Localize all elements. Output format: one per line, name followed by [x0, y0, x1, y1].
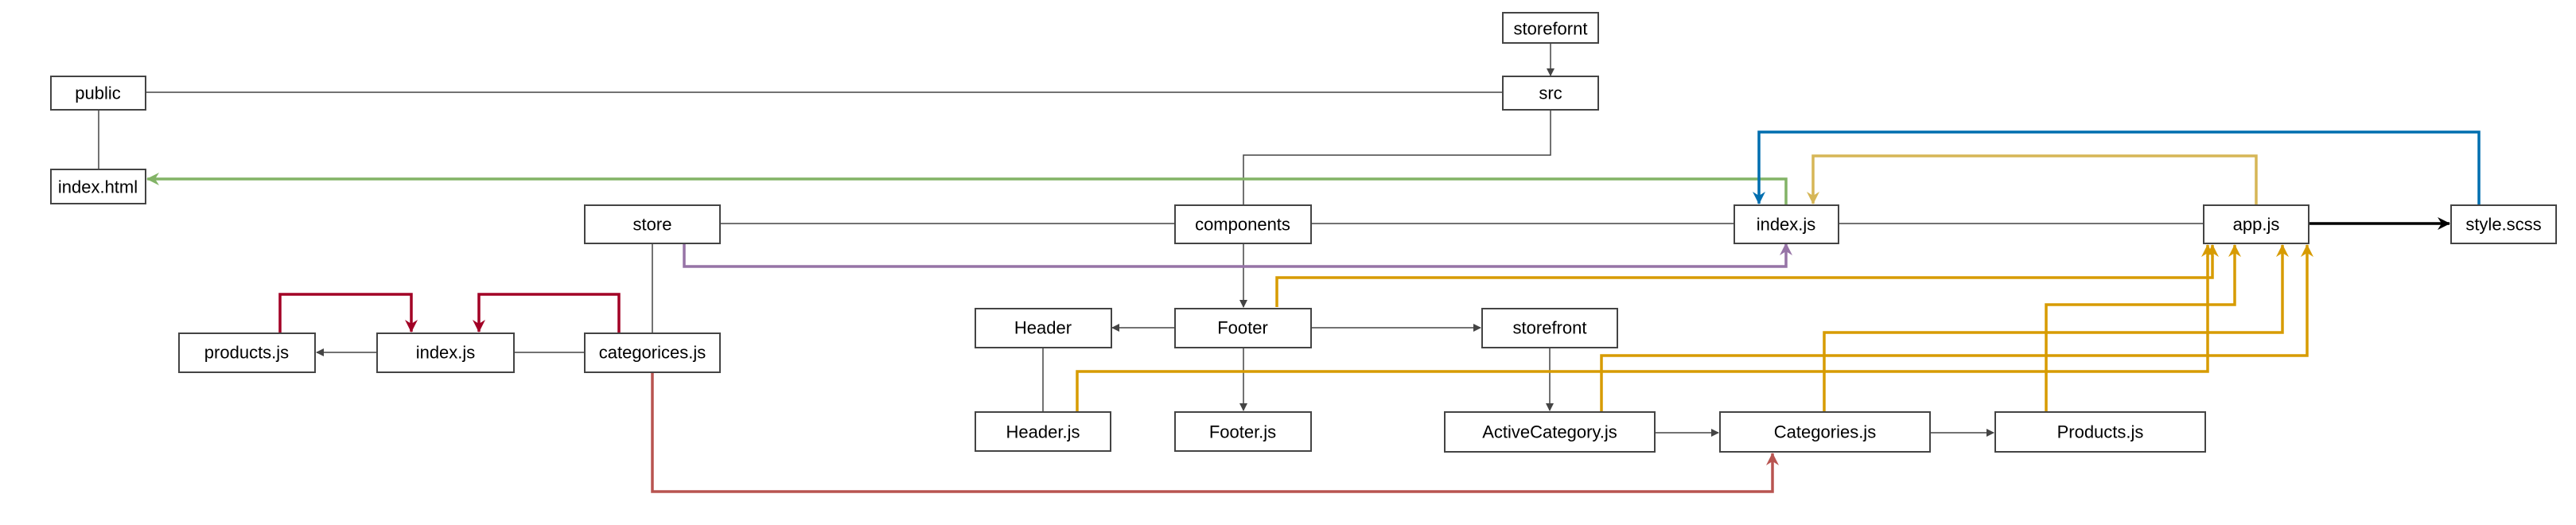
node-label: storefornt — [1514, 19, 1588, 39]
node-label: Footer — [1217, 318, 1268, 338]
node-store[interactable]: store — [584, 204, 721, 244]
edge-store-index-js — [683, 243, 1792, 268]
edge-index-js-index-html — [146, 173, 1788, 205]
node-components[interactable]: components — [1174, 204, 1312, 244]
edge-footer-app-js — [1275, 244, 2219, 307]
edge-app-js-style-blue — [1753, 130, 2481, 205]
node-index-js[interactable]: index.js — [1734, 204, 1839, 244]
node-categorices-js[interactable]: categorices.js — [584, 332, 721, 373]
edge-store-index-to-store-index-left — [278, 293, 418, 333]
edge-categories-js-app-js — [1823, 244, 2289, 412]
node-label: index.html — [58, 177, 138, 197]
edge-products-js-app-js — [2045, 244, 2241, 412]
edge-src-components — [1243, 110, 1551, 205]
node-label: Footer.js — [1209, 422, 1276, 442]
node-storefornt[interactable]: storefornt — [1502, 12, 1599, 44]
node-label: Products.js — [2057, 422, 2144, 442]
node-app-js[interactable]: app.js — [2203, 204, 2309, 244]
node-label: categorices.js — [599, 343, 706, 363]
node-public[interactable]: public — [50, 76, 146, 111]
node-activecategory-js[interactable]: ActiveCategory.js — [1444, 411, 1656, 453]
edge-activecategory-app-js — [1600, 244, 2313, 412]
node-label: app.js — [2233, 215, 2280, 235]
edge-categorices-categories-js — [651, 372, 1779, 493]
node-products-js[interactable]: products.js — [178, 332, 316, 373]
node-label: index.js — [416, 343, 476, 363]
node-storefront[interactable]: storefront — [1481, 308, 1618, 348]
node-store-index-js[interactable]: index.js — [376, 332, 515, 373]
node-header-js[interactable]: Header.js — [975, 411, 1111, 452]
node-label: Categories.js — [1774, 422, 1876, 442]
node-label: style.scss — [2465, 215, 2541, 235]
dependency-connectors — [146, 130, 2481, 493]
node-footer[interactable]: Footer — [1174, 308, 1312, 348]
structure-connectors — [98, 43, 2204, 437]
edge-categorices-to-store-index — [473, 293, 621, 333]
node-label: src — [1539, 84, 1562, 103]
edge-app-js-index-js-gold — [1807, 154, 2258, 205]
node-label: components — [1195, 215, 1290, 235]
node-label: store — [633, 215, 672, 235]
node-footer-js[interactable]: Footer.js — [1174, 411, 1312, 452]
node-style-scss[interactable]: style.scss — [2450, 204, 2557, 244]
node-label: storefront — [1513, 318, 1587, 338]
node-products-js-main[interactable]: Products.js — [1994, 411, 2206, 453]
node-label: Header.js — [1006, 422, 1080, 442]
node-categories-js[interactable]: Categories.js — [1719, 411, 1931, 453]
node-header[interactable]: Header — [975, 308, 1112, 348]
edge-header-js-app-js — [1076, 244, 2214, 412]
node-src[interactable]: src — [1502, 76, 1599, 111]
node-label: products.js — [204, 343, 289, 363]
node-label: ActiveCategory.js — [1482, 422, 1617, 442]
node-label: public — [75, 84, 120, 103]
node-index-html[interactable]: index.html — [50, 169, 146, 204]
node-label: Header — [1014, 318, 1072, 338]
node-label: index.js — [1757, 215, 1816, 235]
